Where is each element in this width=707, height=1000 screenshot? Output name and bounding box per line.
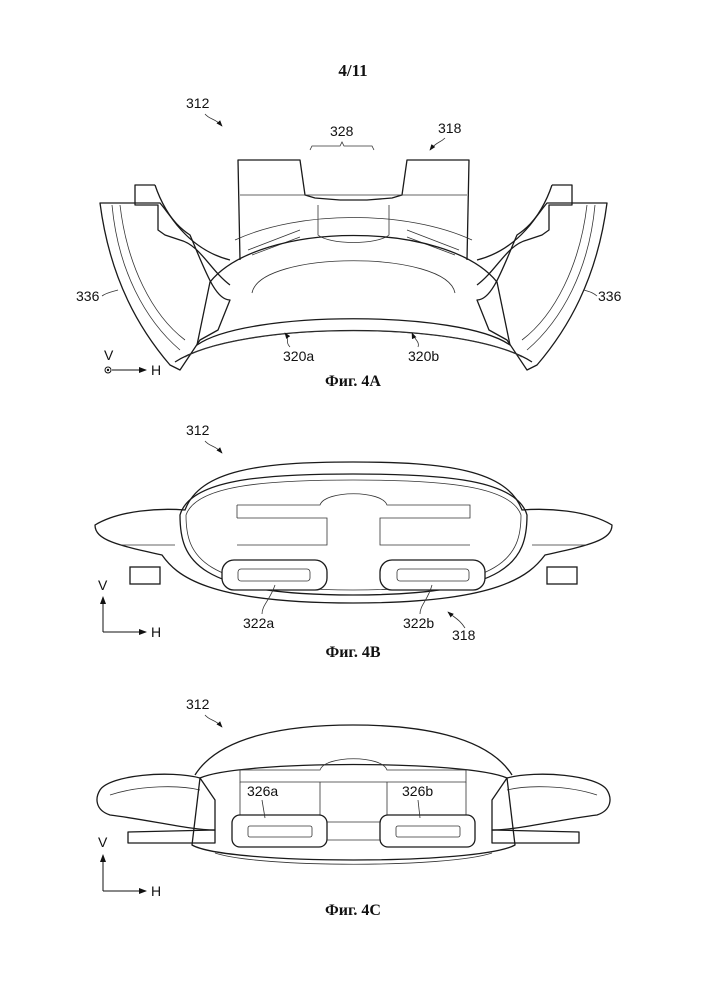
label-326b: 326b <box>402 783 433 799</box>
svg-text:V: V <box>98 577 108 593</box>
svg-text:H: H <box>151 624 161 640</box>
page-number: 4/11 <box>338 61 367 80</box>
figure-4b-drawing <box>95 462 612 603</box>
axis-indicator-4b: V H <box>98 577 161 640</box>
figure-4a: 312 328 318 336 336 320a 320b V H Фиг. 4… <box>76 95 622 390</box>
brace <box>310 142 374 150</box>
label-312: 312 <box>186 95 210 111</box>
svg-text:V: V <box>98 834 108 850</box>
label-336-left: 336 <box>76 288 100 304</box>
label-336-right: 336 <box>598 288 622 304</box>
axis-indicator-4a: V H <box>104 347 161 378</box>
caption-fig-4a: Фиг. 4A <box>325 373 381 390</box>
figure-4b: 312 322a 322b 318 V H Фиг. 4B <box>95 422 612 661</box>
svg-text:V: V <box>104 347 114 363</box>
label-312: 312 <box>186 696 210 712</box>
caption-fig-4b: Фиг. 4B <box>325 644 380 661</box>
caption-fig-4c: Фиг. 4C <box>325 902 381 919</box>
label-318: 318 <box>438 120 462 136</box>
label-312: 312 <box>186 422 210 438</box>
label-328: 328 <box>330 123 354 139</box>
label-322a: 322a <box>243 615 274 631</box>
figure-4c: 312 326a 326b V H Фиг. 4C <box>97 696 610 919</box>
axis-indicator-4c: V H <box>98 834 161 899</box>
label-318: 318 <box>452 627 476 643</box>
svg-text:H: H <box>151 362 161 378</box>
label-320a: 320a <box>283 348 314 364</box>
label-320b: 320b <box>408 348 439 364</box>
figure-4a-drawing <box>100 160 607 370</box>
label-326a: 326a <box>247 783 278 799</box>
label-322b: 322b <box>403 615 434 631</box>
svg-text:H: H <box>151 883 161 899</box>
figure-4c-drawing <box>97 725 610 864</box>
